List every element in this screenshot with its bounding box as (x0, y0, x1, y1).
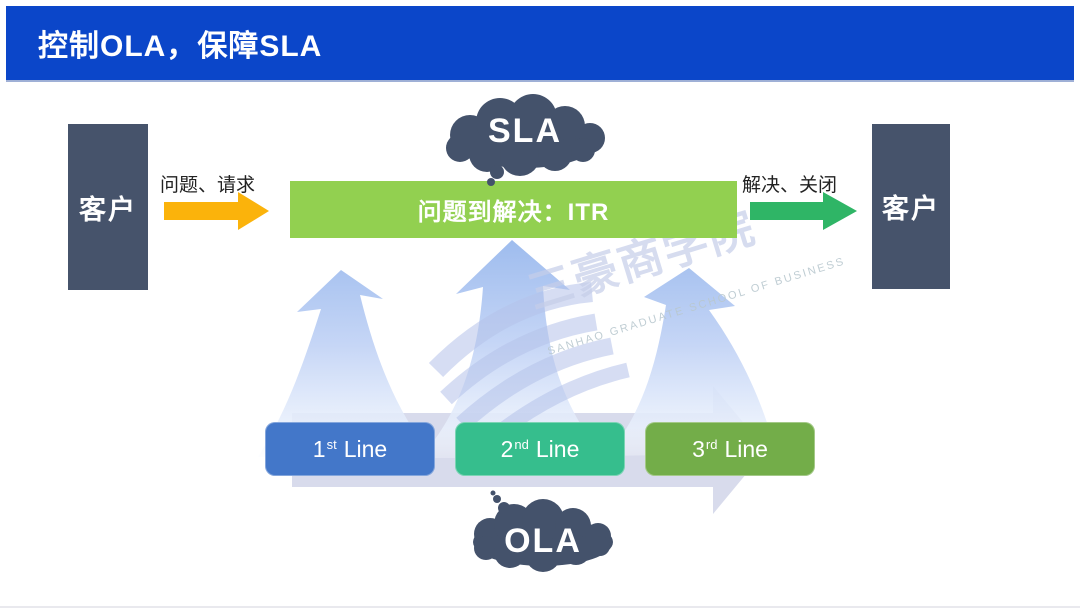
line3-num: 3 (692, 435, 705, 462)
customer-box-left: 客户 (68, 124, 148, 290)
line2-num: 2 (500, 435, 514, 462)
itr-process-bar: 问题到解决：ITR (290, 181, 737, 238)
line2-ordinal: nd (514, 436, 529, 452)
itr-label: 问题到解决：ITR (417, 199, 610, 226)
line3-word: Line (724, 435, 768, 462)
line3-ordinal: rd (705, 436, 718, 452)
outgoing-label: 解决、关闭 (742, 175, 838, 196)
line1-word: Line (343, 435, 388, 462)
customer-left-label: 客户 (79, 194, 137, 225)
title-bar: 控制OLA，保障SLA (6, 6, 1074, 82)
ola-cloud-label: OLA (504, 522, 582, 560)
line2-word: Line (535, 435, 580, 462)
ola-cloud-icon (473, 490, 613, 572)
line1-num: 1 (312, 435, 326, 462)
up-arrow-left (258, 270, 430, 457)
sla-cloud-icon (446, 94, 605, 186)
incoming-label: 问题、请求 (160, 175, 256, 196)
sla-cloud-label: SLA (488, 112, 562, 150)
page-title: 控制OLA，保障SLA (38, 30, 323, 63)
up-arrow-right (606, 268, 776, 456)
customer-box-right: 客户 (872, 124, 950, 289)
line1-ordinal: st (326, 436, 337, 452)
customer-right-label: 客户 (882, 194, 940, 224)
